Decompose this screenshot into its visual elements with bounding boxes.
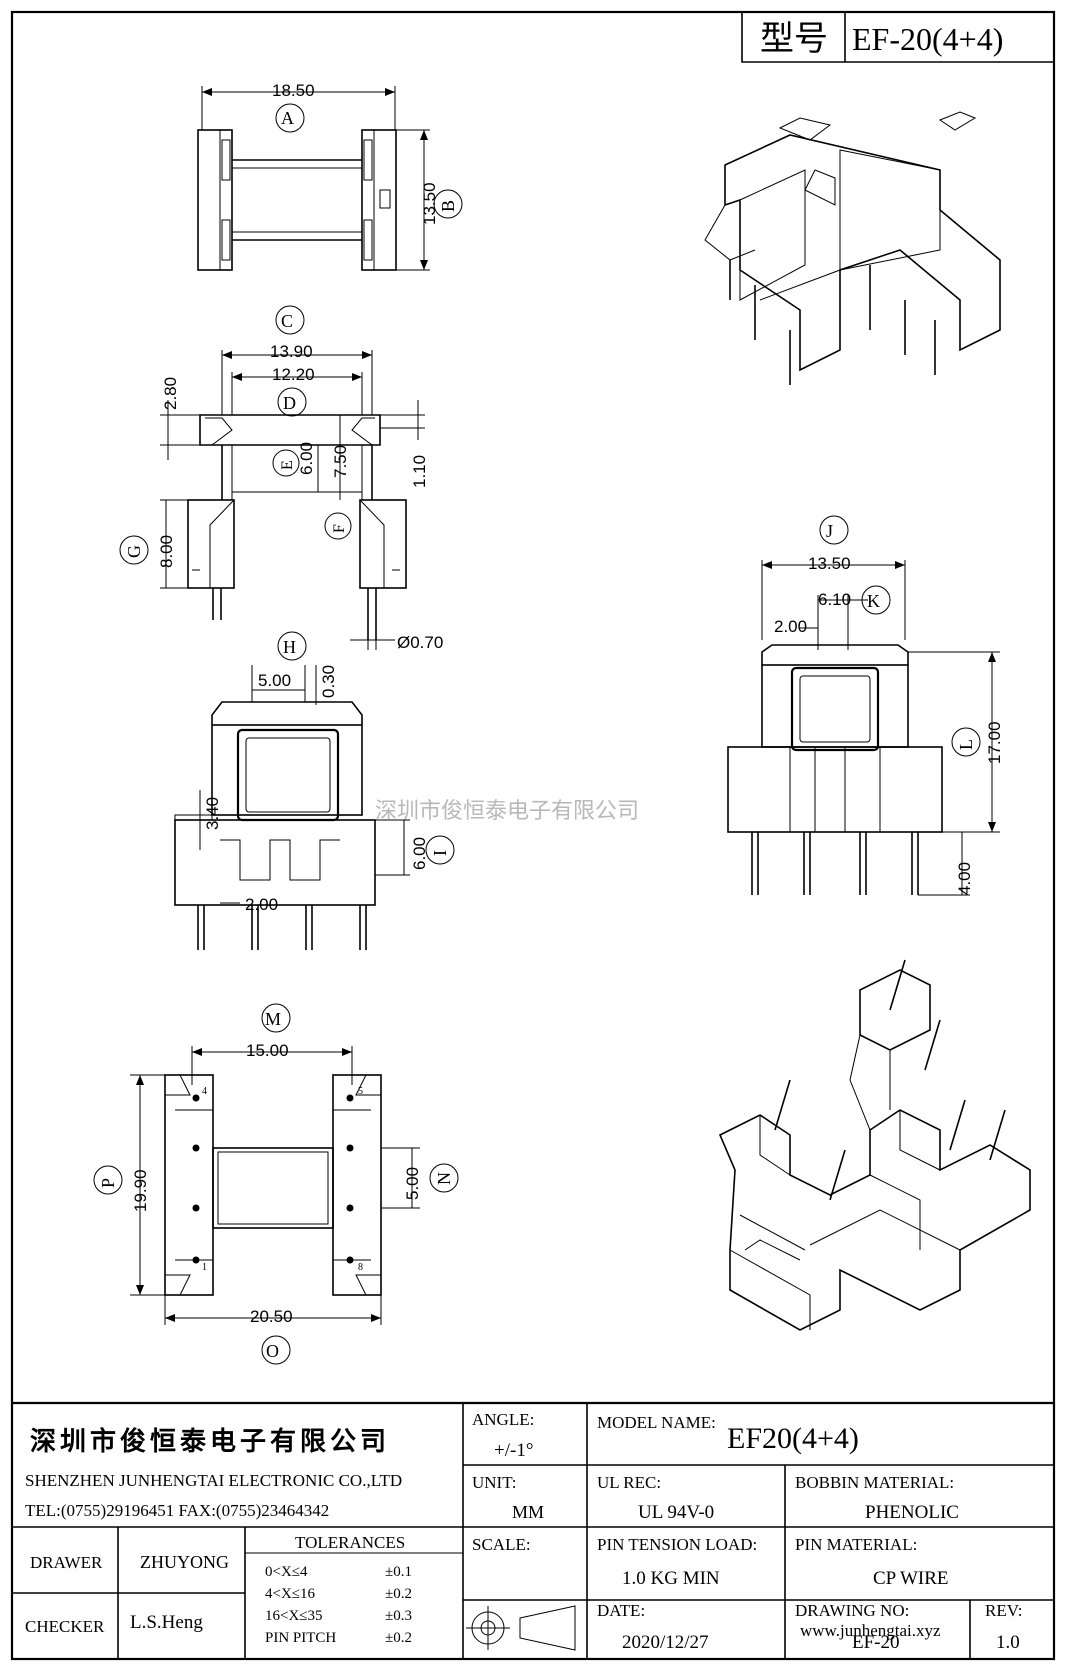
tol-range-1: 4<X≤16	[265, 1586, 316, 1602]
tag-g: G	[124, 545, 144, 558]
side-view: H 5.00 0.30 3.40 6.00 I 2.00	[174, 631, 455, 950]
right-view: J 13.50 6.10 K 2.00 17.00	[727, 515, 1004, 896]
tag-o: O	[266, 1341, 279, 1361]
dim-3-40: 3.40	[203, 797, 222, 830]
pin-tension-value: 1.0 KG MIN	[622, 1568, 720, 1589]
header-model-box: 型号 EF-20(4+4)	[741, 12, 1054, 63]
dim-19-90: 19.90	[131, 1169, 150, 1212]
dim-15-00: 15.00	[246, 1041, 289, 1060]
tag-h: H	[283, 637, 296, 657]
tag-k: K	[867, 591, 880, 611]
dim-6-00-side: 6.00	[410, 837, 429, 870]
model-label: MODEL NAME:	[597, 1413, 716, 1432]
checker-value: L.S.Heng	[130, 1612, 203, 1633]
unit-value: MM	[512, 1502, 544, 1522]
tol-value-2: ±0.3	[385, 1608, 412, 1624]
dim-2-80: 2.80	[161, 377, 180, 410]
top-view: 18.50 A 13.50 B	[197, 81, 463, 271]
bobbin-material-value: PHENOLIC	[865, 1502, 959, 1523]
dim-13-90: 13.90	[270, 342, 313, 361]
tol-value-0: ±0.1	[385, 1564, 412, 1580]
dim-1-10: 1.10	[410, 455, 429, 488]
tag-p: P	[98, 1178, 118, 1188]
scale-label: SCALE:	[472, 1535, 531, 1554]
tag-m: M	[265, 1009, 281, 1029]
watermark-url: www.junhengtai.xyz	[800, 1621, 941, 1640]
drawing-no-value: EF-20	[852, 1632, 900, 1653]
title-block: 深圳市俊恒泰电子有限公司 SHENZHEN JUNHENGTAI ELECTRO…	[12, 1401, 1054, 1659]
sheet-border	[10, 10, 1056, 1661]
model-value: EF20(4+4)	[727, 1422, 859, 1455]
pin-tension-label: PIN TENSION LOAD:	[597, 1535, 757, 1554]
tol-value-1: ±0.2	[385, 1586, 412, 1602]
ul-value: UL 94V-0	[638, 1502, 714, 1523]
tag-j: J	[826, 521, 833, 541]
tag-c: C	[281, 311, 293, 331]
dim-pin-dia: Ø0.70	[397, 633, 443, 652]
dim-4-00: 4.00	[955, 862, 974, 895]
rev-label: REV:	[985, 1601, 1022, 1620]
dim-18-50: 18.50	[272, 81, 315, 100]
tag-a: A	[281, 108, 294, 128]
tag-l: L	[956, 739, 976, 750]
tol-range-2: 16<X≤35	[265, 1608, 323, 1624]
dim-5-00: 5.00	[258, 671, 291, 690]
date-value: 2020/12/27	[622, 1632, 709, 1653]
date-label: DATE:	[597, 1601, 645, 1620]
pin-label-8: 8	[358, 1262, 363, 1273]
tag-d: D	[283, 393, 296, 413]
dim-0-30: 0.30	[319, 665, 338, 698]
dim-5-00-b: 5.00	[403, 1167, 422, 1200]
angle-label: ANGLE:	[472, 1410, 534, 1429]
pin-material-value: CP WIRE	[873, 1568, 948, 1589]
dim-6-00: 6.00	[297, 442, 316, 475]
header-label: 型号	[760, 19, 828, 59]
dim-13-50: 13.50	[420, 182, 439, 225]
drawing-no-label: DRAWING NO:	[795, 1601, 909, 1620]
tag-i: I	[430, 850, 450, 856]
company-name-en: SHENZHEN JUNHENGTAI ELECTRONIC CO.,LTD	[25, 1471, 402, 1490]
dim-8-00: 8.00	[157, 535, 176, 568]
dim-17-00: 17.00	[985, 721, 1004, 764]
pin-label-1: 1	[202, 1262, 207, 1273]
dim-7-50: 7.50	[331, 445, 350, 478]
checker-label: CHECKER	[25, 1617, 105, 1636]
dim-2-00-side: 2.00	[245, 895, 278, 914]
bottom-view: M 15.00 4 5 1 8 5.00	[93, 1003, 459, 1365]
dim-2-00-r: 2.00	[774, 617, 807, 636]
isometric-view-top	[704, 111, 1001, 385]
bobbin-material-label: BOBBIN MATERIAL:	[795, 1473, 954, 1492]
isometric-view-bottom	[718, 959, 1031, 1331]
pin-label-4: 4	[202, 1086, 207, 1097]
tag-b: B	[438, 200, 458, 212]
dim-20-50: 20.50	[250, 1307, 293, 1326]
drawer-value: ZHUYONG	[140, 1552, 229, 1572]
tol-range-0: 0<X≤4	[265, 1564, 308, 1580]
drawer-label: DRAWER	[30, 1553, 103, 1572]
tag-e: E	[279, 460, 296, 470]
dim-13-50-r: 13.50	[808, 554, 851, 573]
company-name-cn: 深圳市俊恒泰电子有限公司	[30, 1426, 390, 1457]
dim-6-10: 6.10	[818, 590, 851, 609]
pin-material-label: PIN MATERIAL:	[795, 1535, 917, 1554]
angle-value: +/-1°	[494, 1440, 533, 1461]
company-contact: TEL:(0755)29196451 FAX:(0755)23464342	[25, 1501, 329, 1520]
tag-n: N	[434, 1172, 454, 1185]
tol-range-3: PIN PITCH	[265, 1630, 336, 1646]
ul-label: UL REC:	[597, 1473, 661, 1492]
tag-f: F	[331, 524, 348, 533]
header-model: EF-20(4+4)	[852, 21, 1003, 57]
watermark: 深圳市俊恒泰电子有限公司	[375, 799, 639, 824]
rev-value: 1.0	[996, 1632, 1020, 1653]
tol-value-3: ±0.2	[385, 1630, 412, 1646]
pin-label-5: 5	[358, 1086, 363, 1097]
dim-12-20: 12.20	[272, 365, 315, 384]
unit-label: UNIT:	[472, 1473, 516, 1492]
projection-symbol	[466, 1605, 576, 1651]
tolerances-label: TOLERANCES	[295, 1533, 405, 1552]
front-view: C 13.90 12.20 D 2.80 6.00 7.50 E	[119, 305, 443, 652]
